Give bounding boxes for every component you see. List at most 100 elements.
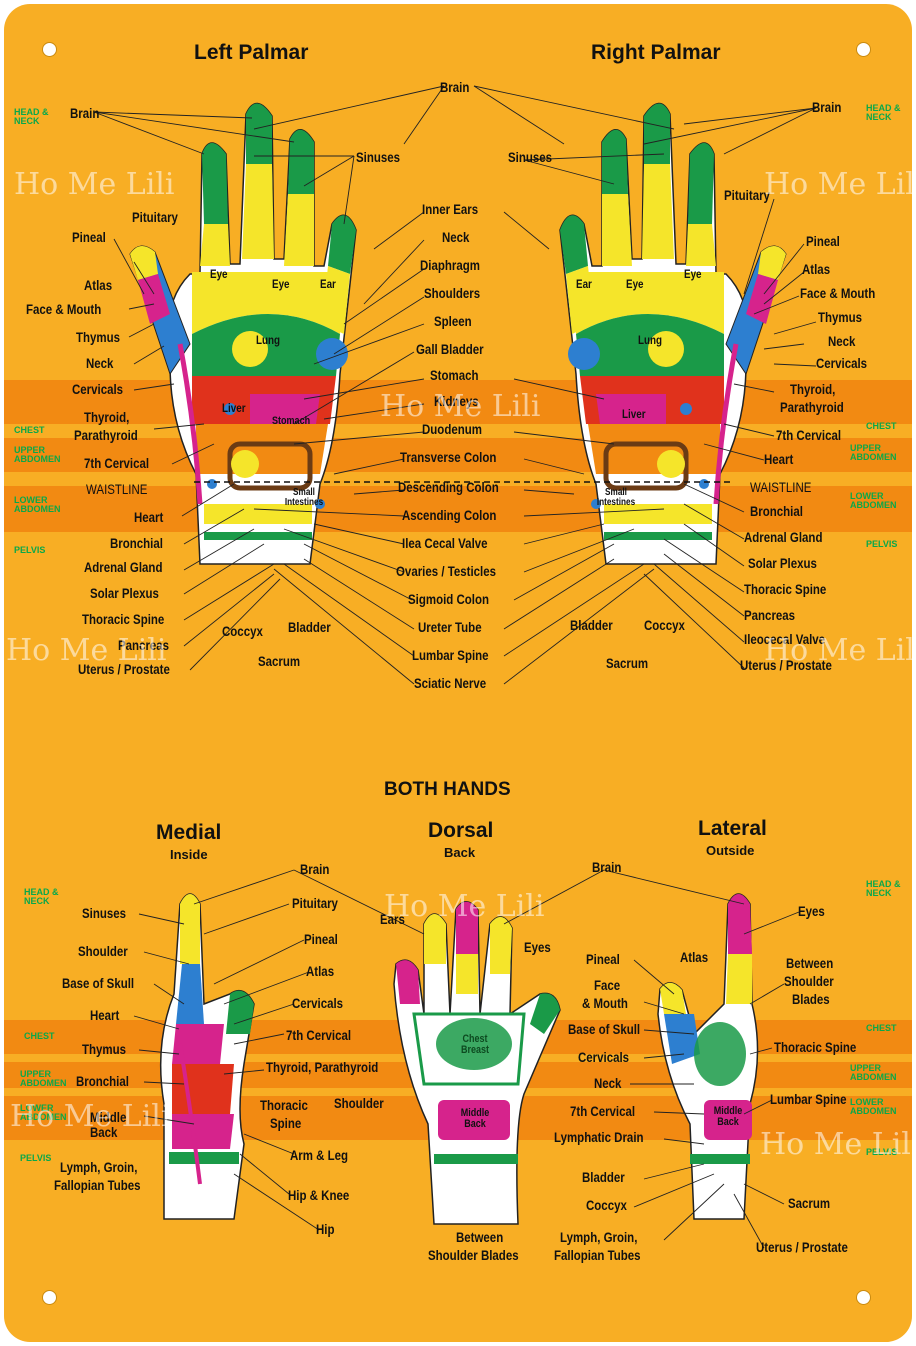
zone-head-neck-left-top: HEAD & NECK bbox=[14, 107, 49, 127]
mounting-hole-top-left bbox=[42, 42, 57, 57]
label-coccyx: Coccyx bbox=[222, 623, 263, 639]
label-atlas: Atlas bbox=[84, 277, 113, 293]
hand-illustrations bbox=[93, 85, 817, 1249]
medial-title: Medial bbox=[156, 821, 222, 844]
lateral-label-fallopian: Fallopian Tubes bbox=[554, 1247, 641, 1263]
lateral-label-face: Face bbox=[594, 977, 621, 993]
zone-chest-right-bottom: CHEST bbox=[866, 1023, 897, 1033]
lateral-label-mouth: & Mouth bbox=[582, 995, 628, 1011]
label-ureter-tube: Ureter Tube bbox=[418, 619, 482, 635]
label-ear-right: Ear bbox=[576, 277, 592, 291]
watermark-6: Ho Me Lili bbox=[384, 889, 545, 924]
lateral-label-base-skull: Base of Skull bbox=[568, 1021, 641, 1037]
lateral-right-uterus: Uterus / Prostate bbox=[756, 1239, 848, 1255]
lateral-label-cervicals: Cervicals bbox=[578, 1049, 630, 1065]
label-right-bronchial: Bronchial bbox=[750, 503, 803, 519]
label-lung-left: Lung bbox=[256, 333, 281, 347]
label-eye-left-2: Eye bbox=[272, 277, 290, 291]
label-right-ileocecal-valve: Ileocecal Valve bbox=[744, 631, 826, 647]
label-ilea-cecal-valve: Ilea Cecal Valve bbox=[402, 535, 488, 551]
zone-lower-abdomen-right-top: LOWER ABDOMEN bbox=[850, 491, 897, 511]
label-right-neck: Neck bbox=[828, 333, 856, 349]
label-inner-ears: Inner Ears bbox=[422, 201, 479, 217]
dorsal-subtitle: Back bbox=[444, 845, 476, 860]
lateral-title: Lateral bbox=[698, 817, 767, 840]
label-liver-right: Liver bbox=[622, 407, 646, 421]
middle-label-hip-knee: Hip & Knee bbox=[288, 1187, 350, 1203]
label-eye-right-1: Eye bbox=[626, 277, 644, 291]
zone-lower-abdomen-left-bottom: LOWER ABDOMEN bbox=[20, 1103, 67, 1123]
label-lung-right: Lung bbox=[638, 333, 663, 347]
label-solar-plexus: Solar Plexus bbox=[90, 585, 159, 601]
medial-label-lymph: Lymph, Groin, bbox=[60, 1159, 138, 1175]
medial-label-base-skull: Base of Skull bbox=[62, 975, 135, 991]
label-eye-left-1: Eye bbox=[210, 267, 228, 281]
middle-label-thyroid: Thyroid, Parathyroid bbox=[266, 1059, 379, 1075]
lateral-label-7th-cervical: 7th Cervical bbox=[570, 1103, 636, 1119]
middle-label-spine: Spine bbox=[270, 1115, 302, 1131]
watermark-4: Ho Me Lili bbox=[6, 633, 167, 668]
middle-label-brain: Brain bbox=[300, 861, 330, 877]
dorsal-label-between: Between bbox=[456, 1229, 504, 1245]
label-right-atlas: Atlas bbox=[802, 261, 831, 277]
medial-label-shoulder: Shoulder bbox=[78, 943, 128, 959]
left-palmar-title: Left Palmar bbox=[194, 41, 309, 64]
label-kidneys: Kidneys bbox=[434, 393, 479, 409]
label-shoulders: Shoulders bbox=[424, 285, 481, 301]
lateral-subtitle: Outside bbox=[706, 843, 755, 858]
label-adrenal-gland: Adrenal Gland bbox=[84, 559, 163, 575]
zone-pelvis-right-top: PELVIS bbox=[866, 539, 898, 549]
lateral-label-coccyx: Coccyx bbox=[586, 1197, 627, 1213]
label-descending-colon: Descending Colon bbox=[398, 479, 499, 495]
label-right-thyroid: Thyroid, bbox=[790, 381, 836, 397]
lateral-right-lumbar: Lumbar Spine bbox=[770, 1091, 847, 1107]
mounting-hole-bottom-right bbox=[856, 1290, 871, 1305]
lateral-label-lymphatic-drain: Lymphatic Drain bbox=[554, 1129, 644, 1145]
watermark-1: Ho Me Lili bbox=[14, 167, 175, 202]
label-center-brain: Brain bbox=[440, 79, 470, 95]
zone-upper-abdomen-left-bottom: UPPER ABDOMEN bbox=[20, 1069, 67, 1089]
label-stomach: Stomach bbox=[430, 367, 479, 383]
label-thoracic-spine: Thoracic Spine bbox=[82, 611, 165, 627]
mounting-hole-top-right bbox=[856, 42, 871, 57]
dorsal-label-chest-breast: Chest Breast bbox=[460, 1033, 490, 1056]
label-heart: Heart bbox=[134, 509, 164, 525]
middle-label-atlas: Atlas bbox=[306, 963, 335, 979]
label-right-brain: Brain bbox=[812, 99, 842, 115]
label-liver-left: Liver bbox=[222, 401, 246, 415]
label-cervicals: Cervicals bbox=[72, 381, 124, 397]
zone-chest-left-bottom: CHEST bbox=[24, 1031, 55, 1041]
middle-label-thoracic: Thoracic bbox=[260, 1097, 308, 1113]
medial-label-fallopian: Fallopian Tubes bbox=[54, 1177, 141, 1193]
lateral-right-blades: Blades bbox=[792, 991, 830, 1007]
lateral-label-pineal: Pineal bbox=[586, 951, 620, 967]
zone-pelvis-right-bottom: PELVIS bbox=[866, 1147, 898, 1157]
middle-label-pineal: Pineal bbox=[304, 931, 338, 947]
label-bladder: Bladder bbox=[288, 619, 331, 635]
right-palmar-title: Right Palmar bbox=[591, 41, 721, 64]
label-right-pituitary: Pituitary bbox=[724, 187, 770, 203]
watermark-5: Ho Me Lili bbox=[764, 633, 912, 668]
label-small-intestines-left: Small Intestines bbox=[284, 487, 324, 508]
label-brain: Brain bbox=[70, 105, 100, 121]
label-eye-right-2: Eye bbox=[684, 267, 702, 281]
label-right-thoracic-spine: Thoracic Spine bbox=[744, 581, 827, 597]
lateral-right-middle-back: Middle Back bbox=[713, 1105, 743, 1128]
chest-band-top bbox=[4, 380, 912, 424]
label-sciatic-nerve: Sciatic Nerve bbox=[414, 675, 487, 691]
upper-abdomen-band-top bbox=[4, 438, 912, 472]
zone-lower-abdomen-left-top: LOWER ABDOMEN bbox=[14, 495, 61, 515]
medial-label-heart: Heart bbox=[90, 1007, 120, 1023]
watermark-2: Ho Me Lili bbox=[764, 167, 912, 202]
label-right-heart: Heart bbox=[764, 451, 794, 467]
label-right-bladder: Bladder bbox=[570, 617, 613, 633]
label-sinuses: Sinuses bbox=[356, 149, 401, 165]
label-right-sinuses: Sinuses bbox=[508, 149, 553, 165]
lateral-label-atlas: Atlas bbox=[680, 949, 709, 965]
mounting-hole-bottom-left bbox=[42, 1290, 57, 1305]
label-ovaries-testicles: Ovaries / Testicles bbox=[396, 563, 496, 579]
label-sigmoid-colon: Sigmoid Colon bbox=[408, 591, 489, 607]
label-duodenum: Duodenum bbox=[422, 421, 482, 437]
label-neck: Neck bbox=[86, 355, 114, 371]
middle-label-cervicals: Cervicals bbox=[292, 995, 344, 1011]
